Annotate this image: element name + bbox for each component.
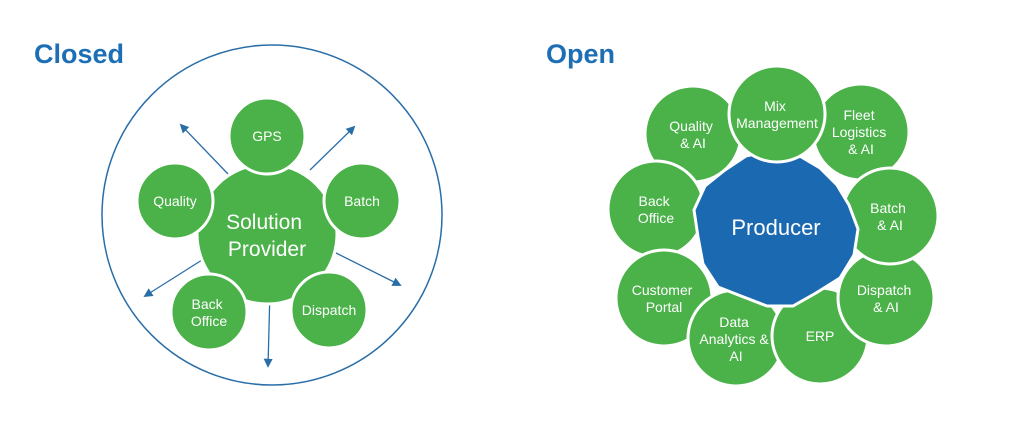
batch-label: Batch bbox=[344, 193, 380, 209]
data-analytics-ai-line-1: Data bbox=[719, 314, 749, 330]
open-node-customer-portal: Customer Portal bbox=[614, 248, 714, 348]
svg-text:Batch & AI: Batch & AI bbox=[870, 200, 910, 233]
closed-node-quality: Quality bbox=[135, 161, 215, 241]
closed-node-dispatch: Dispatch bbox=[289, 270, 369, 350]
mix-management-circle bbox=[727, 64, 827, 164]
open-heading: Open bbox=[546, 39, 616, 69]
back-office-line-2: Office bbox=[191, 313, 228, 329]
closed-diagram: Solution Provider GPS Quality Batch Back… bbox=[101, 44, 443, 386]
dispatch-circle bbox=[289, 270, 369, 350]
mix-management-line-1: Mix bbox=[764, 98, 786, 114]
open-node-fleet-logistics-ai: Fleet Logistics & AI bbox=[811, 82, 911, 182]
closed-heading: Closed bbox=[34, 39, 125, 69]
batch-ai-line-1: Batch bbox=[870, 200, 906, 216]
batch-ai-line-2: & AI bbox=[877, 217, 903, 233]
data-analytics-ai-line-2: Analytics & bbox=[699, 331, 769, 347]
closed-node-back-office: Back Office bbox=[169, 272, 249, 352]
open-diagram: Quality & AI Fleet Logistics & AI Back O… bbox=[606, 64, 940, 388]
svg-text:Quality & AI: Quality & AI bbox=[669, 118, 716, 151]
solution-provider-line-2: Provider bbox=[228, 238, 306, 261]
arrow-lower-left bbox=[143, 259, 203, 297]
open-node-dispatch-ai: Dispatch & AI bbox=[836, 248, 936, 348]
dispatch-label: Dispatch bbox=[302, 302, 356, 318]
customer-portal-line-2: Portal bbox=[646, 299, 683, 315]
dispatch-ai-line-1: Dispatch bbox=[857, 282, 911, 298]
customer-portal-line-1: Customer bbox=[632, 282, 693, 298]
open-back-office-line-2: Office bbox=[638, 210, 675, 226]
open-node-mix-management: Mix Management bbox=[727, 64, 827, 164]
arrow-upper-right bbox=[309, 125, 356, 171]
quality-ai-line-1: Quality bbox=[669, 118, 713, 134]
batch-ai-circle bbox=[840, 166, 940, 266]
fleet-logistics-ai-line-2: Logistics bbox=[832, 124, 886, 140]
svg-text:Dispatch & AI: Dispatch & AI bbox=[857, 282, 915, 315]
producer-core bbox=[692, 148, 860, 308]
open-node-back-office: Back Office bbox=[606, 159, 706, 259]
gps-circle bbox=[227, 96, 307, 176]
erp-label: ERP bbox=[806, 328, 835, 344]
svg-text:Back Office: Back Office bbox=[638, 193, 675, 226]
closed-node-gps: GPS bbox=[227, 96, 307, 176]
open-node-batch-ai: Batch & AI bbox=[840, 166, 940, 266]
fleet-logistics-ai-line-3: & AI bbox=[848, 141, 874, 157]
batch-circle bbox=[322, 161, 402, 241]
open-node-data-analytics-ai: Data Analytics & AI bbox=[686, 288, 786, 388]
producer-label: Producer bbox=[731, 215, 820, 240]
svg-text:Mix Management: Mix Management bbox=[736, 98, 818, 131]
mix-management-line-2: Management bbox=[736, 115, 818, 131]
svg-text:Data Analytics &: Data Analytics & AI bbox=[699, 314, 772, 364]
back-office-circle bbox=[169, 272, 249, 352]
dispatch-ai-line-2: & AI bbox=[873, 299, 899, 315]
svg-text:Customer Portal: Customer Portal bbox=[632, 282, 697, 315]
svg-text:Fleet Logistics: Fleet Logistics & AI bbox=[832, 107, 890, 157]
closed-node-batch: Batch bbox=[322, 161, 402, 241]
arrow-lower-right bbox=[333, 251, 402, 286]
closed-arrows bbox=[143, 123, 402, 368]
quality-ai-line-2: & AI bbox=[680, 135, 706, 151]
solution-provider-line-1: Solution bbox=[226, 211, 302, 234]
svg-text:Solution Provider: Solution Provider bbox=[226, 211, 308, 261]
gps-label: GPS bbox=[252, 128, 282, 144]
fleet-logistics-ai-line-1: Fleet bbox=[843, 107, 874, 123]
quality-circle bbox=[135, 161, 215, 241]
arrow-upper-left bbox=[179, 123, 229, 175]
data-analytics-ai-line-3: AI bbox=[729, 348, 742, 364]
open-back-office-circle bbox=[606, 159, 706, 259]
svg-text:Back Office: Back Office bbox=[191, 296, 228, 329]
quality-label: Quality bbox=[153, 193, 197, 209]
closed-boundary-circle bbox=[101, 44, 443, 386]
back-office-line-1: Back bbox=[191, 296, 223, 312]
open-back-office-line-1: Back bbox=[638, 193, 670, 209]
